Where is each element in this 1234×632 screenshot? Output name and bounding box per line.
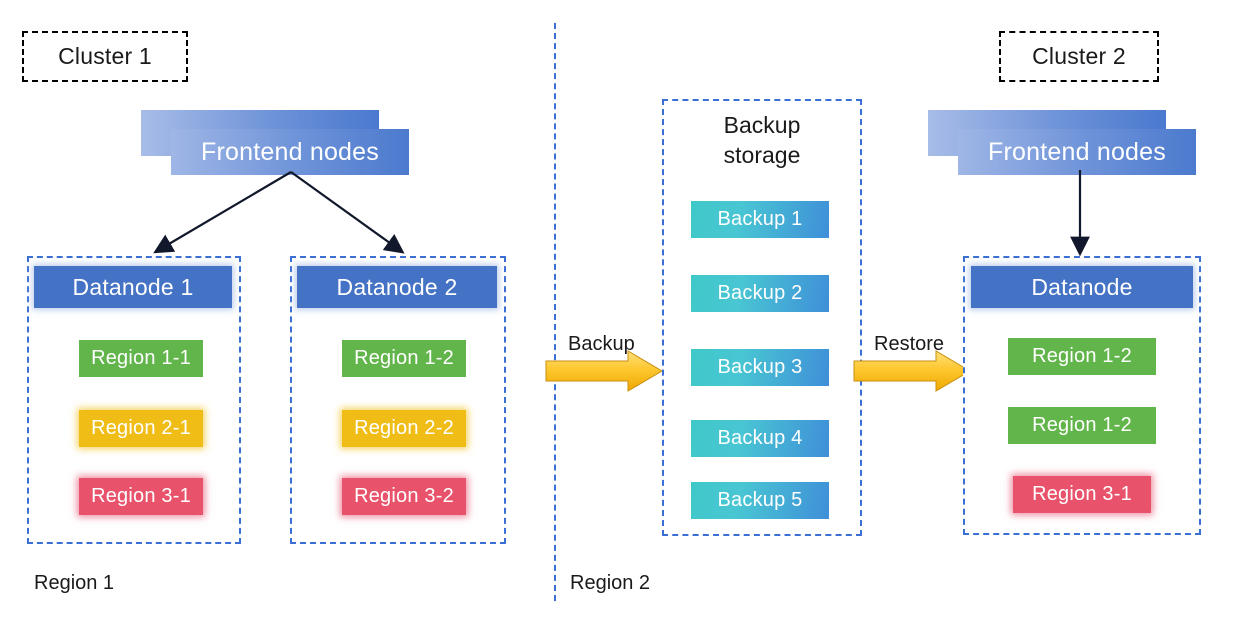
backup-storage-container	[662, 99, 862, 536]
datanode-2-title: Datanode 2	[336, 273, 458, 300]
region-chip[interactable]: Region 3-1	[1013, 476, 1151, 513]
backup-item-label: Backup 3	[717, 356, 803, 378]
backup-item-label: Backup 1	[717, 208, 803, 230]
datanode-3-header[interactable]: Datanode	[971, 266, 1193, 308]
region-divider	[554, 23, 556, 601]
region-chip[interactable]: Region 1-2	[342, 340, 466, 377]
backup-flow-label-text: Backup	[568, 333, 635, 355]
region-2-caption-text: Region 2	[570, 572, 651, 594]
datanode-1-header[interactable]: Datanode 1	[34, 266, 232, 308]
cluster-1-frontend-label: Frontend nodes	[201, 137, 379, 166]
region-1-caption-text: Region 1	[34, 572, 115, 594]
datanode-1-title: Datanode 1	[72, 273, 194, 300]
backup-item[interactable]: Backup 5	[691, 482, 829, 519]
region-chip-label: Region 1-2	[1032, 414, 1132, 436]
restore-flow-label: Restore	[874, 333, 944, 356]
region-chip-label: Region 1-1	[91, 347, 191, 369]
cluster-1-label: Cluster 1	[22, 31, 188, 82]
restore-flow-arrow	[853, 350, 971, 392]
region-2-caption: Region 2	[570, 572, 650, 595]
region-chip[interactable]: Region 2-1	[79, 410, 203, 447]
region-chip-label: Region 2-2	[354, 417, 454, 439]
datanode-3-title: Datanode	[1031, 273, 1133, 300]
datanode-2-header[interactable]: Datanode 2	[297, 266, 497, 308]
cluster-2-frontend-nodes: Frontend nodes	[928, 110, 1196, 175]
backup-item[interactable]: Backup 2	[691, 275, 829, 312]
region-chip-label: Region 2-1	[91, 417, 191, 439]
region-chip-label: Region 1-2	[1032, 345, 1132, 367]
cluster-2-label: Cluster 2	[999, 31, 1159, 82]
backup-item[interactable]: Backup 4	[691, 420, 829, 457]
restore-flow-label-text: Restore	[874, 333, 945, 355]
frontend-to-datanode-arrows	[153, 171, 405, 254]
region-chip[interactable]: Region 3-2	[342, 478, 466, 515]
backup-storage-title: Backup storage	[662, 110, 862, 170]
backup-flow-label: Backup	[568, 333, 635, 356]
frontend-node-front-card: Frontend nodes	[171, 129, 409, 175]
backup-item[interactable]: Backup 3	[691, 349, 829, 386]
region-chip[interactable]: Region 2-2	[342, 410, 466, 447]
backup-item-label: Backup 4	[717, 427, 803, 449]
region-chip[interactable]: Region 1-2	[1008, 338, 1156, 375]
region-chip[interactable]: Region 1-1	[79, 340, 203, 377]
frontend-to-datanode-arrow	[1070, 170, 1090, 257]
region-chip-label: Region 1-2	[354, 347, 454, 369]
cluster-2-frontend-label: Frontend nodes	[988, 137, 1166, 166]
region-1-caption: Region 1	[34, 572, 114, 595]
region-chip-label: Region 3-1	[91, 485, 191, 507]
region-chip[interactable]: Region 1-2	[1008, 407, 1156, 444]
backup-flow-arrow	[545, 350, 663, 392]
frontend-node-front-card: Frontend nodes	[958, 129, 1196, 175]
cluster-1-frontend-nodes: Frontend nodes	[141, 110, 409, 175]
backup-item-label: Backup 5	[717, 489, 803, 511]
backup-item-label: Backup 2	[717, 282, 803, 304]
region-chip[interactable]: Region 3-1	[79, 478, 203, 515]
region-chip-label: Region 3-1	[1032, 483, 1132, 505]
backup-item[interactable]: Backup 1	[691, 201, 829, 238]
region-chip-label: Region 3-2	[354, 485, 454, 507]
backup-storage-title-line-1: Backup	[723, 112, 801, 138]
cluster-2-label-text: Cluster 2	[1032, 43, 1126, 69]
backup-storage-title-line-2: storage	[723, 142, 801, 168]
cluster-1-label-text: Cluster 1	[58, 43, 152, 69]
